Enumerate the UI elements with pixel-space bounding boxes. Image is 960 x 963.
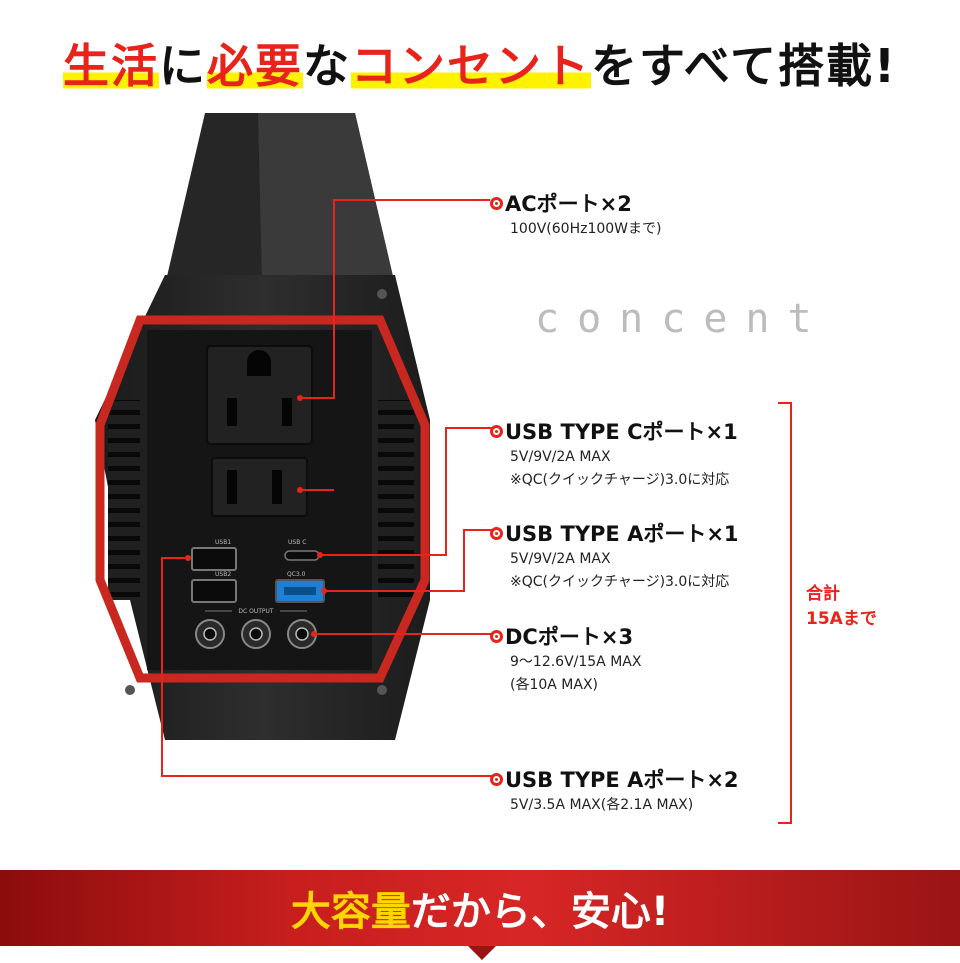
leader-lines [161,199,492,777]
port-label-usb-c: USB TYPE Cポート×1 5V/9V/2A MAX ※QC(クイックチャー… [490,416,738,492]
port-label-usb-a-qc: USB TYPE Aポート×1 5V/9V/2A MAX ※QC(クイックチャー… [490,518,739,594]
port-note: (各10A MAX) [510,677,599,693]
total-note: 合計 15Aまで [806,582,877,632]
port-title: ACポート×2 [505,192,632,216]
bullet-icon [490,424,503,438]
bullet-icon [490,196,503,210]
usb1-label: USB1 [215,539,231,546]
usb-a-port-2 [191,579,237,603]
port-label-ac: ACポート×2 100V(60Hz100Wまで) [490,188,661,241]
bullet-icon [490,629,503,643]
headline-part6: をすべて搭載! [591,39,897,93]
port-note: ※QC(クイックチャージ)3.0に対応 [510,472,730,488]
total-label: 合計 [806,584,840,604]
banner-pointer [468,946,496,960]
port-title: USB TYPE Aポート×1 [505,522,739,546]
banner-accent: 大容量 [290,889,411,935]
right-vents [378,400,414,600]
usb-a-port-1 [191,547,237,571]
ac-outlet [211,457,308,517]
port-label-usb-a: USB TYPE Aポート×2 5V/3.5A MAX(各2.1A MAX) [490,764,739,817]
left-vents [108,400,140,600]
bullet-icon [490,772,503,786]
dc-port [241,619,271,649]
headline-part5: コンセント [351,39,592,93]
usb-c-port [284,550,320,561]
port-title: USB TYPE Cポート×1 [505,420,738,444]
bottom-banner [0,870,960,946]
port-title: USB TYPE Aポート×2 [505,768,739,792]
headline-part4: な [303,39,352,93]
port-spec: 100V(60Hz100Wまで) [510,221,662,237]
port-label-dc: DCポート×3 9〜12.6V/15A MAX (各10A MAX) [490,621,641,697]
port-title: DCポート×3 [505,625,634,649]
banner-text: 大容量だから、安心! [0,879,960,937]
port-note: ※QC(クイックチャージ)3.0に対応 [510,574,730,590]
dc-port [195,619,225,649]
concent-watermark: concent [535,296,830,342]
screw-icon [125,685,135,695]
dc-port [287,619,317,649]
total-value: 15Aまで [806,609,877,629]
red-trim [95,315,430,683]
screw-icon [377,685,387,695]
headline: 生活に必要なコンセントをすべて搭載! [0,30,960,96]
port-spec: 5V/9V/2A MAX [510,551,611,567]
dc-output-label: DC OUTPUT [238,608,274,615]
bullet-icon [490,526,503,540]
port-spec: 5V/3.5A MAX(各2.1A MAX) [510,797,694,813]
banner-rest: だから、安心! [410,889,670,935]
headline-part1: 生活 [63,39,160,93]
qc-label: QC3.0 [287,571,306,578]
port-spec: 9〜12.6V/15A MAX [510,654,642,670]
headline-part3: 必要 [207,39,304,93]
port-spec: 5V/9V/2A MAX [510,449,611,465]
usbc-label: USB C [288,539,306,546]
headline-part2: に [159,39,208,93]
screw-icon [377,289,387,299]
total-bracket [778,402,792,824]
usb2-label: USB2 [215,571,231,578]
